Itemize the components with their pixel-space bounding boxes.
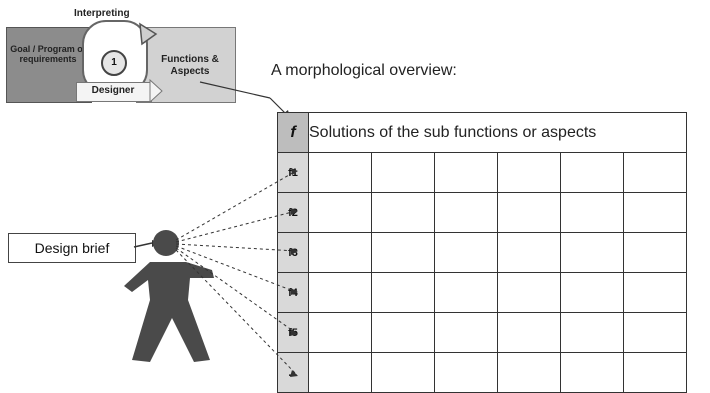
solution-cell	[560, 232, 624, 273]
solution-cell	[497, 312, 561, 353]
solution-cell	[434, 272, 498, 313]
morphological-table: f Solutions of the sub functions or aspe…	[277, 112, 687, 393]
solution-cell	[308, 192, 372, 233]
arrow-heads	[290, 168, 298, 377]
solution-cell	[371, 232, 435, 273]
table-header-row: f Solutions of the sub functions or aspe…	[277, 112, 687, 153]
solution-cell	[497, 232, 561, 273]
table-row: f4	[277, 272, 687, 313]
solutions-header-cell: Solutions of the sub functions or aspect…	[308, 112, 687, 153]
solution-cell	[308, 312, 372, 353]
table-row: f2	[277, 192, 687, 233]
solution-cell	[434, 152, 498, 193]
morph-overview-label: A morphological overview:	[271, 62, 457, 79]
dashed-arrows	[175, 170, 297, 375]
solution-cell	[434, 352, 498, 393]
person-body-icon	[124, 262, 214, 362]
design-brief-box: Design brief	[8, 233, 136, 263]
solution-cell	[560, 272, 624, 313]
solution-cell	[371, 192, 435, 233]
solution-cell	[371, 272, 435, 313]
solution-cell	[308, 232, 372, 273]
solution-cell	[371, 152, 435, 193]
solution-cell	[434, 192, 498, 233]
solution-cell	[623, 152, 687, 193]
solution-cell	[497, 192, 561, 233]
table-row: f1	[277, 152, 687, 193]
solution-cell	[623, 312, 687, 353]
function-header-cell: f	[277, 112, 309, 153]
step-number-circle: 1	[101, 50, 127, 76]
solution-cell	[308, 272, 372, 313]
solution-cell	[623, 352, 687, 393]
goal-box	[6, 27, 92, 103]
solution-cell	[371, 352, 435, 393]
table-row: ...	[277, 352, 687, 393]
functions-box-text: Functions & Aspects	[161, 54, 219, 77]
person-head-icon	[153, 230, 179, 256]
designer-label: Designer	[91, 85, 135, 96]
solution-cell	[497, 152, 561, 193]
solution-cell	[497, 352, 561, 393]
solution-cell	[497, 272, 561, 313]
solution-cell	[560, 192, 624, 233]
solution-cell	[560, 312, 624, 353]
solution-cell	[560, 352, 624, 393]
goal-box-text: Goal / Program of requirements	[10, 44, 86, 64]
solution-cell	[308, 352, 372, 393]
brief-connector	[133, 242, 153, 248]
solution-cell	[308, 152, 372, 193]
interpreting-label: Interpreting	[74, 8, 130, 19]
